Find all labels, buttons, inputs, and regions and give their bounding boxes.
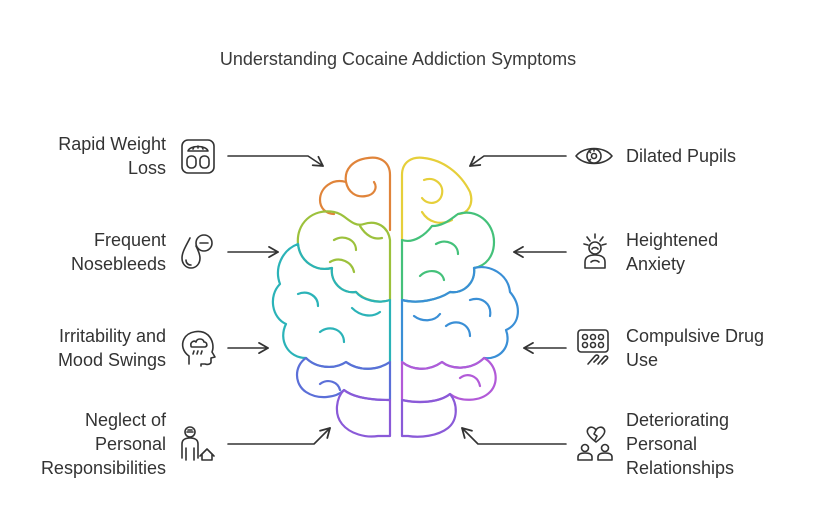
label-frequent-nosebleeds: Frequent Nosebleeds <box>6 228 166 276</box>
brain-lobe-indigo <box>295 356 392 402</box>
brain-illustration <box>271 156 519 438</box>
person-house-icon <box>181 426 215 461</box>
label-line: Deteriorating <box>626 410 730 430</box>
anxious-person-icon <box>583 233 607 269</box>
label-line: Frequent <box>93 230 166 250</box>
label-line: Use <box>626 350 659 370</box>
label-line: Personal <box>626 434 698 454</box>
label-compulsive-drug-use: Compulsive Drug Use <box>626 324 806 372</box>
label-line: Heightened <box>626 230 719 250</box>
label-line: Anxiety <box>626 254 686 274</box>
brain-lobe-yellow <box>400 156 473 242</box>
label-line: Rapid Weight <box>58 134 166 154</box>
brain-lobe-green <box>400 211 496 303</box>
scale-icon <box>181 139 215 174</box>
brain-lobe-lime <box>296 210 392 303</box>
arrows <box>227 155 567 445</box>
arrow-deteriorating-relationships <box>461 427 567 445</box>
arrow-neglect <box>227 427 331 445</box>
brain-lobe-violet <box>335 388 392 438</box>
label-rapid-weight-loss: Rapid Weight Loss <box>6 132 166 180</box>
pill-pack-icon <box>577 329 609 365</box>
label-line: Responsibilities <box>40 458 166 478</box>
label-line: Dilated Pupils <box>626 146 737 166</box>
brain-lobe-orange-outer <box>318 180 348 216</box>
label-line: Nosebleeds <box>70 254 166 274</box>
label-line: Relationships <box>626 458 735 478</box>
label-dilated-pupils: Dilated Pupils <box>626 144 806 168</box>
brain-lobe-violet-right <box>400 392 457 438</box>
blood-drop-icon <box>181 234 213 269</box>
label-line: Irritability and <box>58 326 166 346</box>
label-line: Personal <box>94 434 166 454</box>
head-cloud-icon <box>181 330 216 367</box>
label-irritability-mood-swings: Irritability and Mood Swings <box>6 324 166 372</box>
label-heightened-anxiety: Heightened Anxiety <box>626 228 806 276</box>
broken-heart-couple-icon <box>577 426 613 461</box>
page-title: Understanding Cocaine Addiction Symptoms <box>219 49 577 69</box>
arrow-dilated-pupils <box>469 155 567 167</box>
brain-lobe-blue <box>400 266 519 370</box>
label-line: Neglect of <box>84 410 166 430</box>
label-deteriorating-relationships: Deteriorating Personal Relationships <box>626 408 806 480</box>
arrow-rapid-weight-loss <box>227 155 324 167</box>
label-neglect-responsibilities: Neglect of Personal Responsibilities <box>6 408 166 480</box>
brain-lobe-teal <box>271 242 392 370</box>
label-line: Compulsive Drug <box>626 326 765 346</box>
label-line: Loss <box>127 158 166 178</box>
eye-icon <box>575 147 613 165</box>
label-line: Mood Swings <box>57 350 166 370</box>
brain-lobe-orange <box>344 156 392 232</box>
